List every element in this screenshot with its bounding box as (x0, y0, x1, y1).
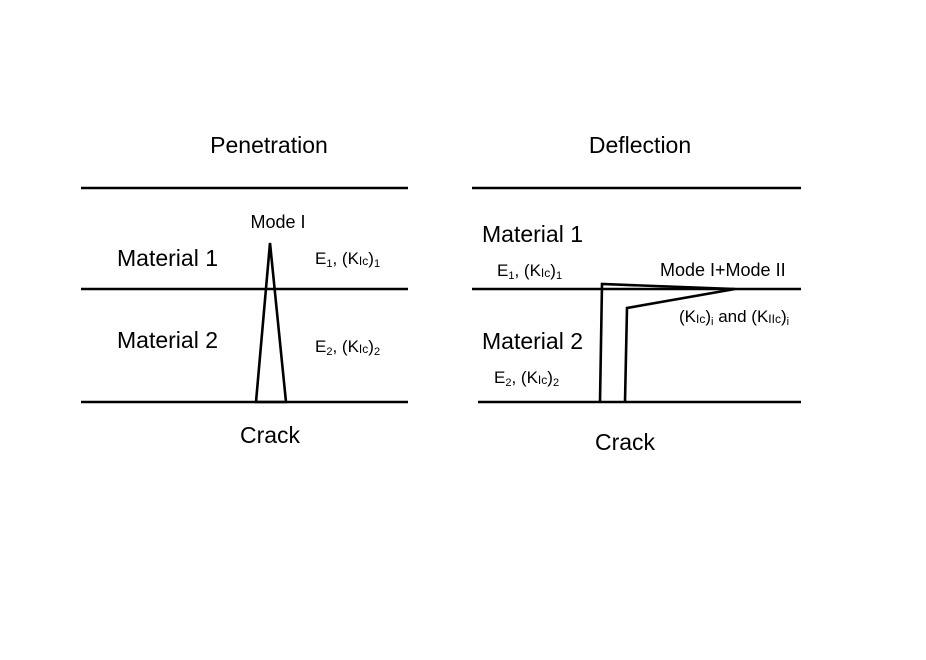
deflection-props-2: E2, (KIc)2 (494, 368, 559, 389)
deflection-props-1: E1, (KIc)1 (497, 261, 562, 282)
deflection-material-2-label: Material 2 (482, 328, 583, 354)
deflection-crack (598, 282, 736, 403)
deflection-title: Deflection (589, 132, 691, 158)
penetration-material-1-label: Material 1 (117, 245, 218, 271)
penetration-crack (254, 242, 288, 404)
penetration-mode-label: Mode I (250, 212, 305, 232)
deflection-panel: Deflection Material 1 Material 2 E1, (KI… (472, 132, 801, 455)
penetration-panel: Penetration Mode I Material 1 Material 2… (81, 132, 408, 448)
penetration-props-2: E2, (KIc)2 (315, 337, 380, 358)
penetration-material-2-label: Material 2 (117, 327, 218, 353)
deflection-material-1-label: Material 1 (482, 221, 583, 247)
deflection-interface-toughness: (KIc)i and (KIIc)i (679, 307, 789, 328)
penetration-props-1: E1, (KIc)1 (315, 249, 380, 270)
deflection-mode-label: Mode I+Mode II (660, 260, 786, 280)
penetration-crack-label: Crack (240, 422, 301, 448)
penetration-title: Penetration (210, 132, 328, 158)
deflection-crack-label: Crack (595, 429, 656, 455)
